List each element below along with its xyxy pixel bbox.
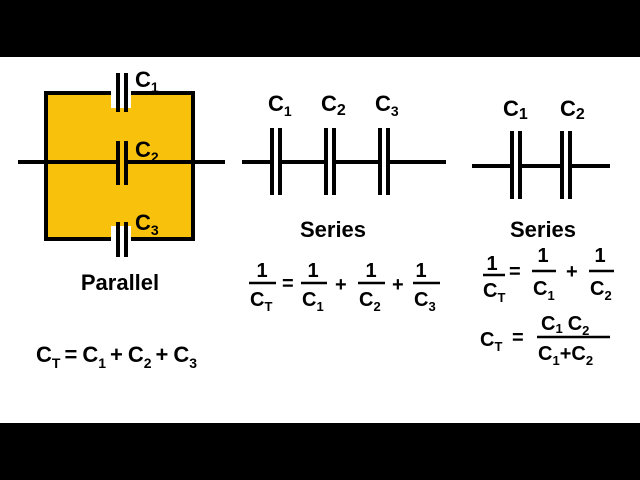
svg-text:C1+C2: C1+C2	[538, 343, 593, 368]
svg-text:1: 1	[594, 245, 605, 267]
svg-text:C3: C3	[414, 289, 436, 314]
series2-formula-reciprocal: 1 CT = 1 C1 + 1 C2	[483, 245, 614, 305]
svg-text:CT: CT	[250, 289, 272, 314]
svg-text:C2: C2	[359, 289, 381, 314]
svg-text:=: =	[509, 261, 521, 283]
letterbox-top	[0, 0, 640, 57]
series2-c1-label: C1	[503, 96, 528, 123]
svg-text:CT: CT	[483, 280, 505, 305]
svg-text:+: +	[392, 274, 404, 296]
svg-text:C1: C1	[302, 289, 324, 314]
svg-text:1: 1	[486, 253, 497, 275]
series2-title: Series	[510, 217, 576, 242]
svg-text:C2: C2	[590, 278, 612, 303]
svg-text:1: 1	[307, 260, 318, 282]
svg-text:+: +	[335, 274, 347, 296]
series3-title: Series	[300, 217, 366, 242]
svg-text:CT: CT	[480, 329, 502, 354]
series3-c3-label: C3	[375, 91, 399, 119]
series3-circuit: C1 C2 C3 Series	[242, 91, 446, 242]
svg-text:1: 1	[365, 260, 376, 282]
parallel-c3-label: C3	[135, 210, 159, 238]
svg-text:1: 1	[415, 260, 426, 282]
series3-c1-label: C1	[268, 91, 292, 119]
parallel-c2-label: C2	[135, 137, 159, 165]
series2-circuit: C1 C2 Series	[472, 96, 610, 242]
parallel-title: Parallel	[81, 270, 159, 295]
svg-text:1: 1	[256, 260, 267, 282]
series3-formula: 1 CT = 1 C1 + 1 C2 + 1 C3	[249, 260, 440, 314]
svg-text:1: 1	[537, 245, 548, 267]
svg-text:C1: C1	[533, 278, 555, 303]
svg-text:+: +	[566, 261, 578, 283]
letterbox-bottom	[0, 423, 640, 480]
parallel-circuit: C1 C2 C3 Parallel	[18, 67, 225, 295]
svg-text:=: =	[282, 273, 294, 295]
series2-c2-label: C2	[560, 96, 585, 123]
parallel-formula: CT=C1+C2+C3	[36, 342, 197, 371]
parallel-c1-label: C1	[135, 67, 159, 95]
series3-c2-label: C2	[321, 91, 346, 119]
svg-text:=: =	[512, 327, 524, 349]
